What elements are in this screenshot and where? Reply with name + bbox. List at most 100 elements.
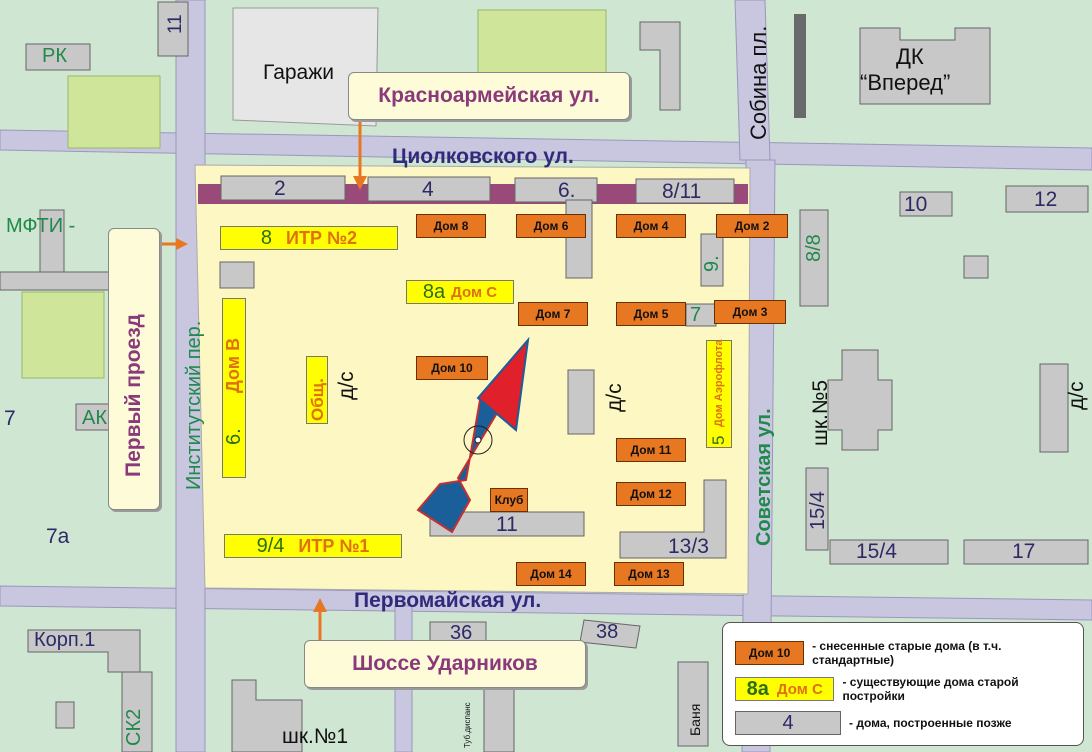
number-7-inner: 7 xyxy=(690,304,702,326)
legend-row-new: 4 - дома, построенные позже xyxy=(735,711,1012,735)
building-10 xyxy=(899,191,953,217)
number-11-bottom: 11 xyxy=(496,513,518,536)
number-15-4-vertical: 15/4 xyxy=(807,491,829,530)
building-11 xyxy=(429,511,585,537)
aero-number: 5 xyxy=(709,435,728,445)
building-8-8 xyxy=(799,209,829,307)
building-right-small xyxy=(963,255,989,279)
number-8-8: 8/8 xyxy=(803,234,825,262)
legend-new-text: - дома, построенные позже xyxy=(849,716,1012,730)
building-17 xyxy=(963,539,1089,565)
label-ds-middle: д/с xyxy=(603,383,626,412)
label-rk: РК xyxy=(42,45,67,67)
building-ds xyxy=(567,369,595,435)
dom-c-name: Дом С xyxy=(451,283,498,301)
legend-old-sample: Дом 10 xyxy=(735,641,805,665)
legend-existing-name: Дом С xyxy=(776,680,823,698)
itr2-name: ИТР №2 xyxy=(286,227,358,248)
compass-center xyxy=(474,436,482,444)
street-pervomaiskaya: Первомайская ул. xyxy=(354,589,542,612)
label-sch1: шк.№1 xyxy=(282,725,349,748)
building-6-tail xyxy=(565,199,593,279)
number-10: 10 xyxy=(904,193,928,216)
building-right-ds xyxy=(1039,363,1069,453)
building-rk xyxy=(25,43,91,71)
road-tsiolkovskogo xyxy=(0,129,1092,171)
label-garages: Гаражи xyxy=(263,61,335,84)
road-sobina xyxy=(734,0,771,161)
building-6 xyxy=(514,177,598,203)
compass-ring xyxy=(463,425,493,455)
callout-perviy-proezd-text: Первый проезд xyxy=(122,314,145,477)
label-sk2: СК2 xyxy=(123,708,145,746)
building-15-4-v xyxy=(805,467,829,551)
building-mfti-h xyxy=(0,271,111,291)
lawn-top-left xyxy=(67,75,161,149)
building-13-3 xyxy=(619,479,727,559)
old-house-11: Дом 11 xyxy=(616,438,686,462)
label-mfti: МФТИ - xyxy=(6,215,76,237)
old-house-10: Дом 10 xyxy=(416,356,488,380)
legend-existing-sample: 8а Дом С xyxy=(735,677,835,701)
old-house-3: Дом 3 xyxy=(714,300,786,324)
arrowhead-krasnoarmeiskaya xyxy=(353,176,367,190)
dom-b-number: 6. xyxy=(223,428,245,445)
label-dk: ДК xyxy=(896,44,924,69)
building-sch5 xyxy=(827,349,893,451)
building-sk2 xyxy=(121,671,153,752)
north-arrow xyxy=(416,336,530,534)
legend-old-text: - снесенные старые дома (в т.ч. стандарт… xyxy=(812,639,1002,667)
old-house-8: Дом 8 xyxy=(416,214,486,238)
number-17: 17 xyxy=(1012,540,1036,563)
number-8-11: 8/11 xyxy=(662,180,702,203)
aero-name: Дом Аэрофлота xyxy=(713,339,725,427)
building-top-mid xyxy=(639,21,681,111)
label-obsch: Общ. xyxy=(308,378,327,421)
building-dk xyxy=(859,27,991,105)
number-2: 2 xyxy=(274,177,286,200)
legend: Дом 10 - снесенные старые дома (в т.ч. с… xyxy=(722,622,1084,746)
number-13-3: 13/3 xyxy=(668,535,709,558)
number-36: 36 xyxy=(450,622,473,644)
arrowhead-perviy-proezd xyxy=(176,238,188,250)
building-4 xyxy=(367,176,491,202)
existing-dom-c: 8а Дом С xyxy=(406,280,514,304)
building-banya xyxy=(677,661,709,747)
building-left-bottom-small xyxy=(55,701,75,729)
building-38 xyxy=(579,619,641,649)
legend-row-old: Дом 10 - снесенные старые дома (в т.ч. с… xyxy=(735,639,1083,667)
number-12: 12 xyxy=(1034,188,1058,211)
callout-shosse-udarnikov: Шоссе Ударников xyxy=(304,640,586,688)
building-9 xyxy=(700,233,724,287)
old-house-12: Дом 12 xyxy=(616,482,686,506)
legend-new-sample: 4 xyxy=(735,711,841,735)
building-obsch: Общ. xyxy=(306,356,328,424)
building-12 xyxy=(1005,185,1089,213)
number-15-4: 15/4 xyxy=(856,540,897,563)
building-8-11 xyxy=(635,178,735,204)
building-left-small xyxy=(219,261,255,289)
street-institutskiy: Институтский пер. xyxy=(183,320,205,490)
old-house-5: Дом 5 xyxy=(616,302,686,326)
number-7-left: 7 xyxy=(4,407,16,430)
number-38: 38 xyxy=(596,621,619,643)
label-dk-name: “Вперед” xyxy=(860,70,951,95)
number-4: 4 xyxy=(422,178,434,201)
old-house-7: Дом 7 xyxy=(518,302,588,326)
old-house-13: Дом 13 xyxy=(614,562,684,586)
legend-existing-number: 8а xyxy=(746,677,769,700)
sobina-bar xyxy=(794,14,806,118)
old-house-klub: Клуб xyxy=(490,488,528,512)
north-arrow-red xyxy=(476,336,530,432)
street-sovetskaya: Советская ул. xyxy=(753,408,775,546)
building-2 xyxy=(220,175,346,201)
road-pervomaiskaya xyxy=(0,585,1092,621)
existing-itr2: 8 ИТР №2 xyxy=(220,226,398,250)
old-house-4: Дом 4 xyxy=(616,214,686,238)
label-ak: АК xyxy=(82,407,107,429)
legend-row-existing: 8а Дом С - существующие дома старой пост… xyxy=(735,675,1083,703)
street-sobina: Собина пл. xyxy=(746,25,771,140)
label-tube: Туб.диспанс xyxy=(463,702,472,748)
